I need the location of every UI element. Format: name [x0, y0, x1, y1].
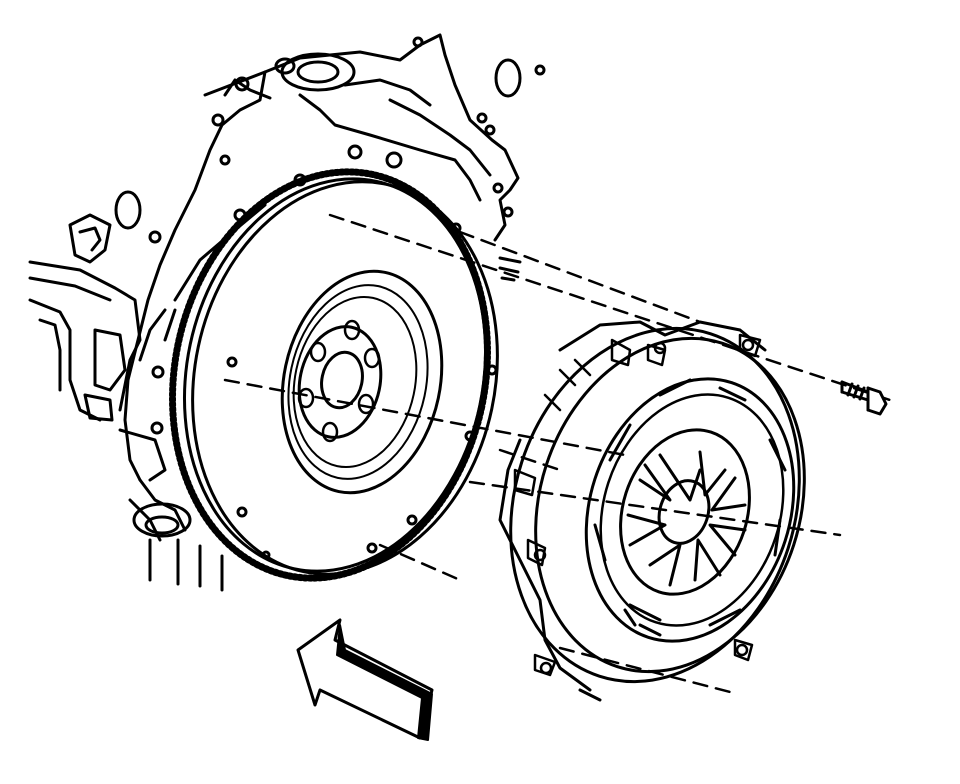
clutch-pressure-plate: [498, 320, 806, 702]
direction-arrow: [296, 618, 434, 741]
ring-gear: [169, 168, 491, 582]
engine-block: [28, 33, 546, 592]
pressure-plate-bolt: [840, 380, 888, 416]
crank-bolt-holes: [297, 319, 381, 443]
flywheel: [169, 168, 522, 582]
diaphragm-fingers: [626, 450, 747, 587]
